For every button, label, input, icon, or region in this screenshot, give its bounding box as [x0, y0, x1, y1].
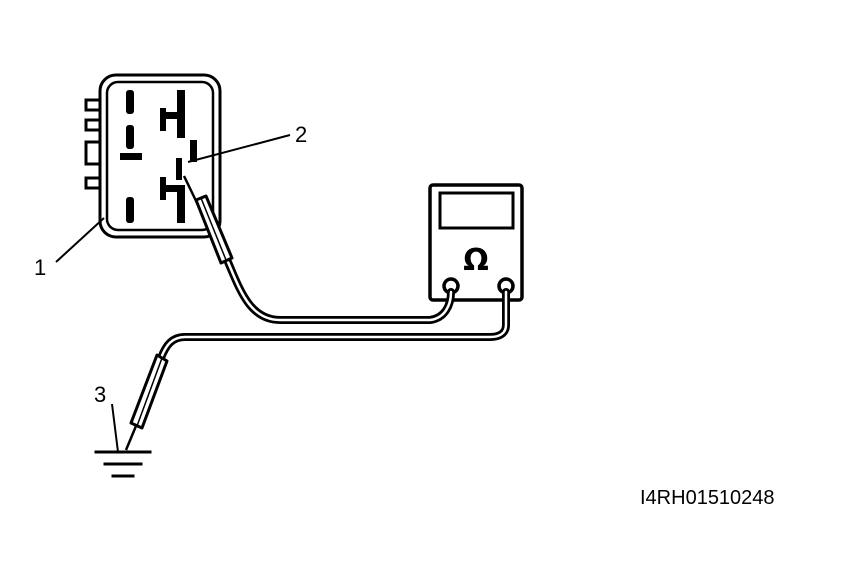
leader-line-1 — [55, 217, 105, 263]
figure-id: I4RH01510248 — [640, 487, 775, 509]
ohmmeter-display — [438, 191, 515, 230]
ohm-symbol: Ω — [463, 243, 489, 278]
test-leads — [157, 258, 510, 362]
terminal-pin — [120, 153, 142, 160]
ground-symbol — [94, 450, 152, 478]
ohmmeter: Ω — [428, 183, 524, 302]
terminal-pin — [160, 185, 182, 192]
terminal-pin — [176, 158, 182, 180]
leader-lines — [55, 134, 291, 453]
terminal-pin — [160, 108, 166, 131]
terminal-pin — [126, 90, 134, 114]
terminal-pin — [126, 197, 134, 223]
terminal-pin — [177, 185, 185, 223]
relay-body-outer — [98, 73, 222, 239]
relay-terminals — [120, 90, 197, 223]
callout-1: 1 — [34, 255, 46, 280]
lead-wire-core — [226, 260, 453, 322]
test-probe-ground — [124, 353, 169, 451]
lead-wire-outline — [157, 288, 510, 362]
test-probe-relay — [182, 175, 234, 265]
terminal-pin — [126, 125, 134, 149]
callout-2: 2 — [295, 122, 307, 147]
lead-wire-core — [159, 290, 508, 360]
callout-3: 3 — [94, 382, 106, 407]
terminal-pin — [160, 112, 182, 119]
leader-line-3 — [111, 403, 119, 453]
terminal-pin — [190, 140, 197, 162]
leader-line-2 — [187, 134, 291, 163]
relay — [84, 73, 222, 239]
lead-wire-outline — [224, 258, 455, 324]
